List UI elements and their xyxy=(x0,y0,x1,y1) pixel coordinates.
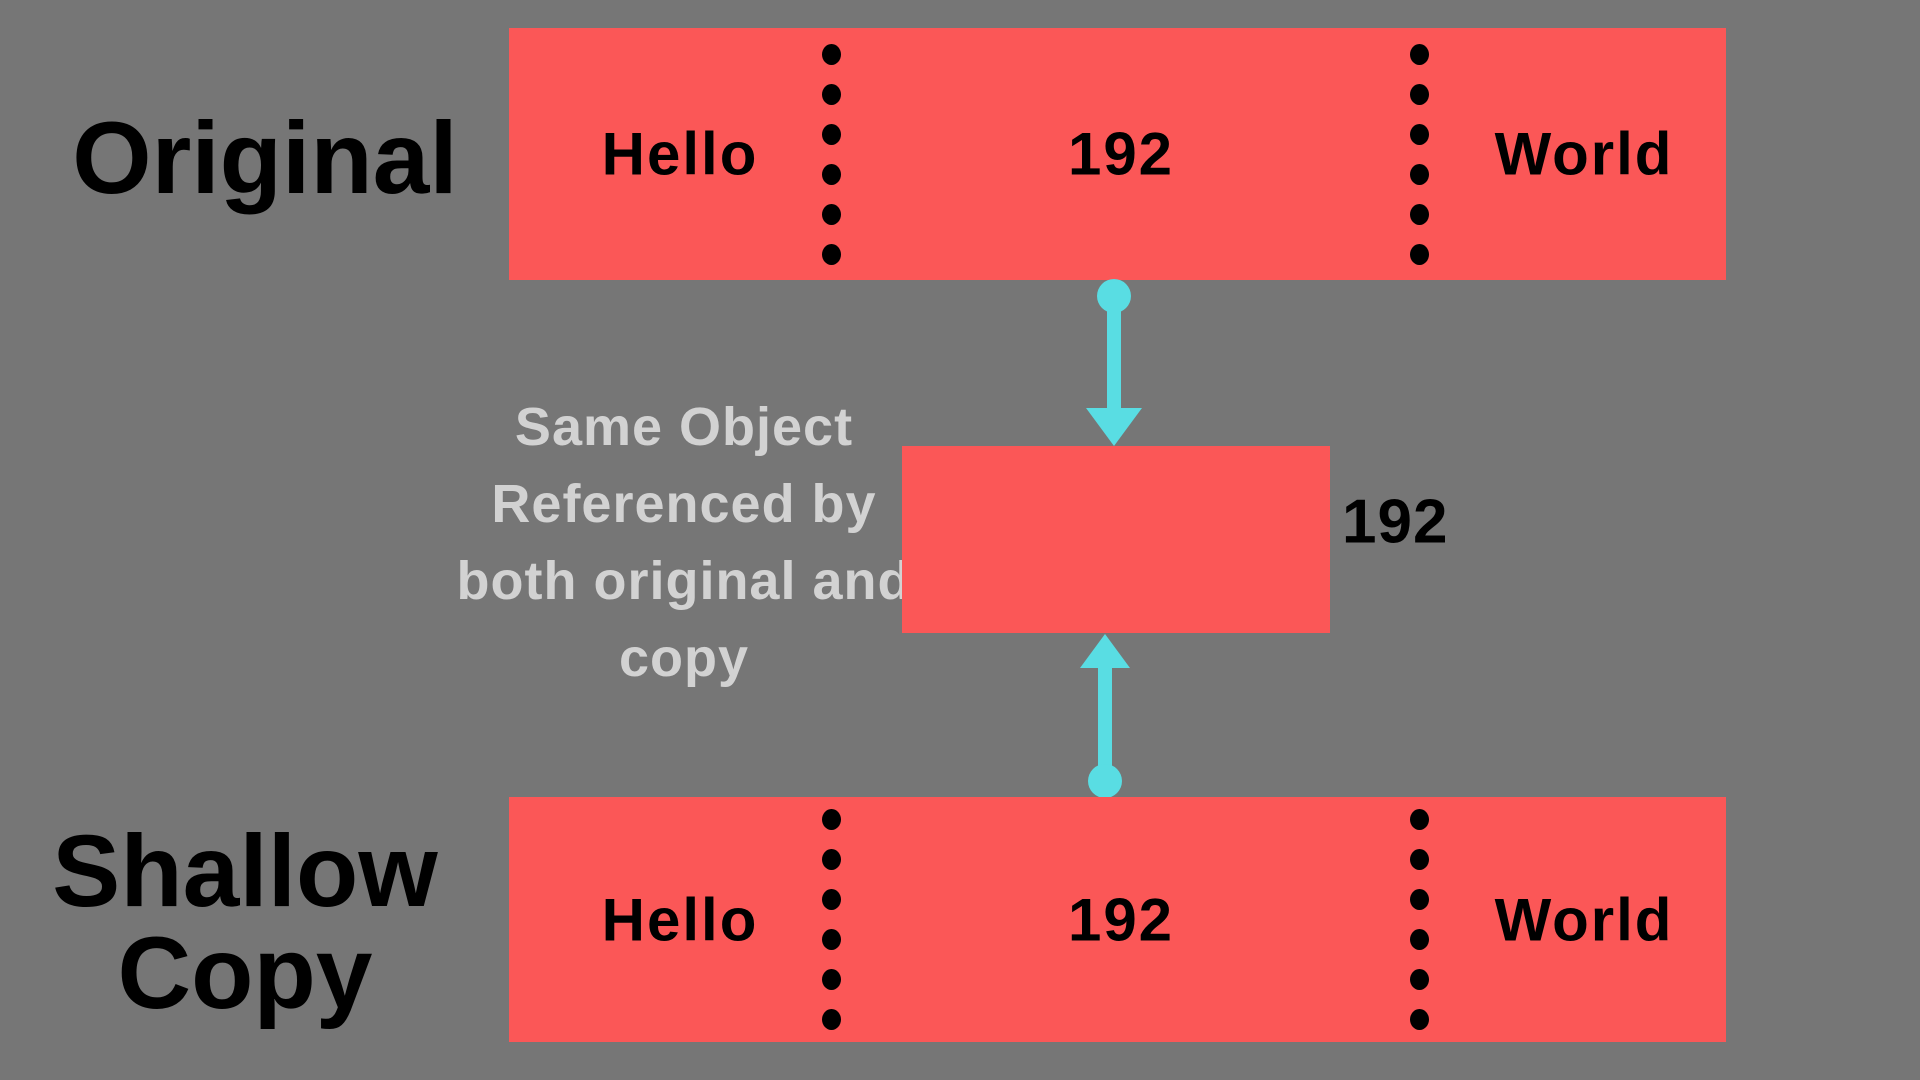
reference-arrow-up-icon xyxy=(1077,634,1133,798)
original-item-hello: Hello xyxy=(601,120,759,188)
shared-object-note: Same Object Referenced by both original … xyxy=(384,389,984,697)
arrowhead-up xyxy=(1080,634,1130,668)
original-list-bar: Hello 192 World xyxy=(509,28,1726,280)
original-label: Original xyxy=(72,101,458,215)
dotted-separator xyxy=(821,797,841,1042)
note-line: copy xyxy=(618,628,750,688)
arrow-shaft xyxy=(1107,296,1121,411)
copy-item-number: 192 xyxy=(1067,886,1175,953)
copy-item-hello: Hello xyxy=(601,886,759,953)
reference-arrow-down-icon xyxy=(1086,279,1142,447)
shared-object-value: 192 xyxy=(1342,487,1449,557)
dotted-separator xyxy=(1409,797,1429,1042)
dotted-separator xyxy=(821,28,841,280)
shared-object-rect xyxy=(902,446,1330,633)
original-item-world: World xyxy=(1494,120,1674,188)
arrowhead-down xyxy=(1086,408,1142,446)
shallow-copy-list-bar: Hello 192 World xyxy=(509,797,1726,1042)
shallow-copy-label-line: Copy xyxy=(117,916,373,1030)
shallow-copy-label: Shallow Copy xyxy=(20,820,470,1024)
dotted-separator xyxy=(1409,28,1429,280)
copy-item-world: World xyxy=(1494,886,1674,953)
arrow-shaft xyxy=(1098,667,1112,781)
note-line: both original and xyxy=(456,551,912,611)
note-line: Same Object xyxy=(514,397,854,457)
shallow-copy-label-line: Shallow xyxy=(52,814,438,928)
arrow-endpoint-dot xyxy=(1088,764,1122,798)
note-line: Referenced by xyxy=(491,474,877,534)
original-item-number: 192 xyxy=(1067,120,1175,188)
